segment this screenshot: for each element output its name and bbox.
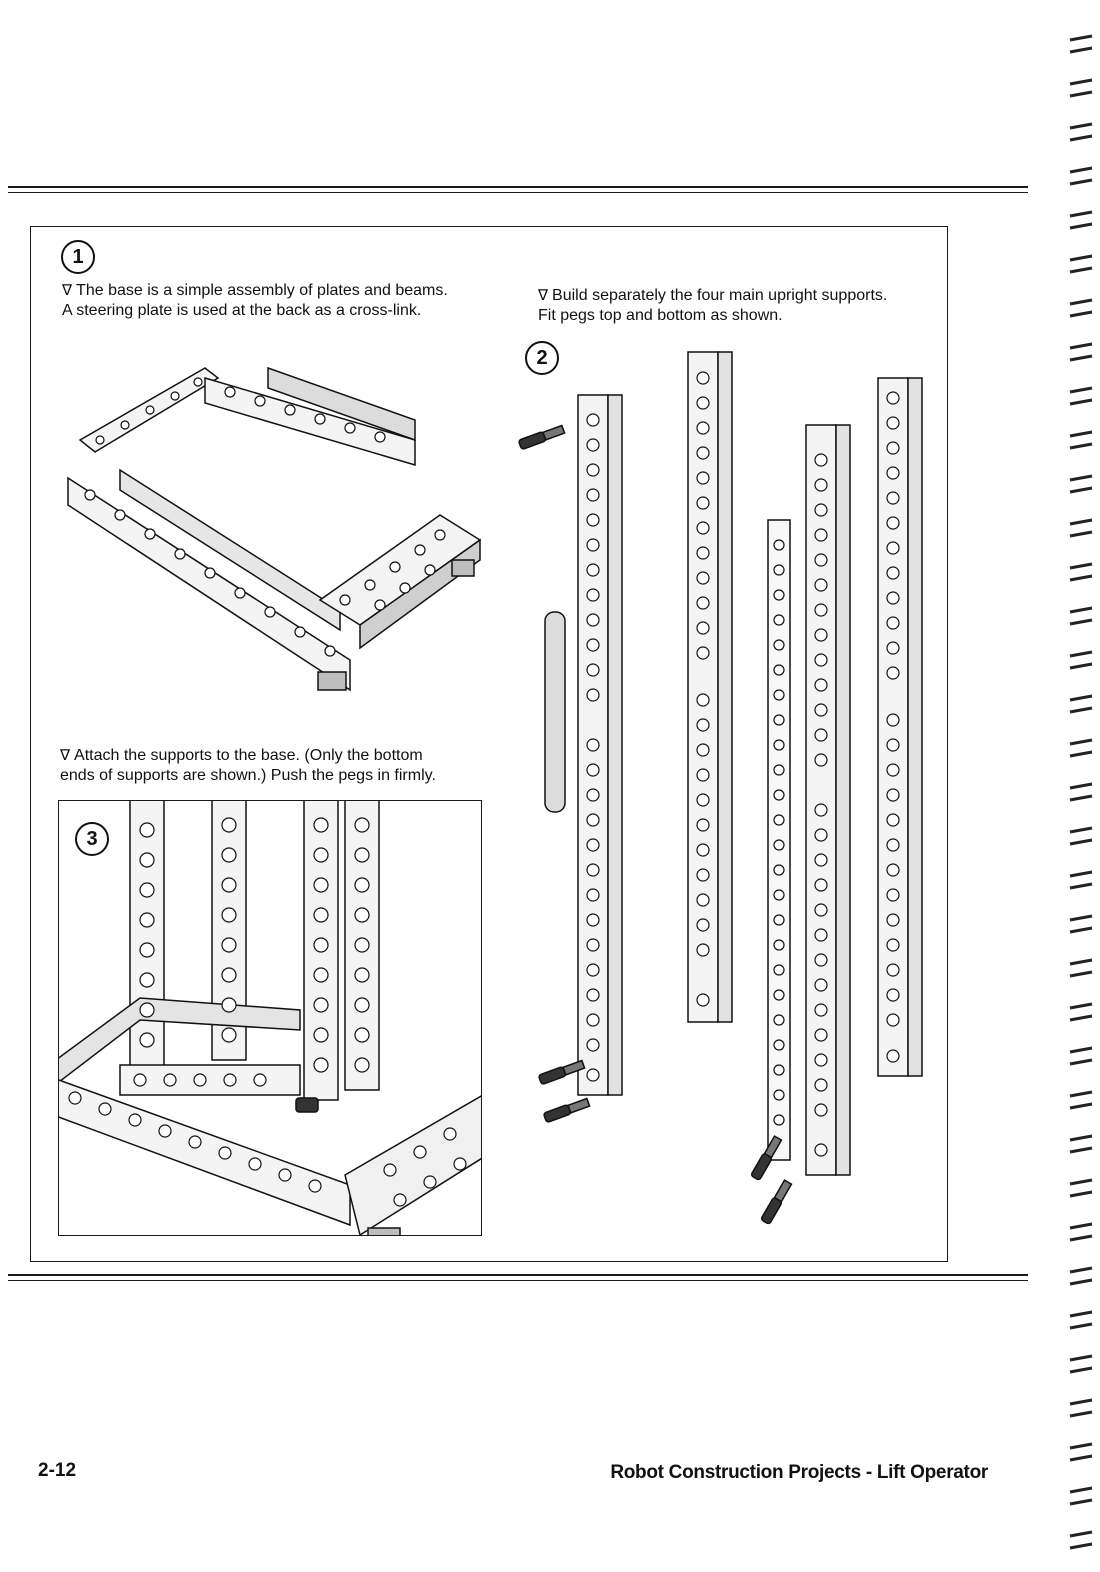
foot-2 xyxy=(451,559,475,577)
bottom-rule xyxy=(8,1274,1028,1276)
support-2-holes xyxy=(696,371,710,1007)
support-2-face xyxy=(687,351,719,1023)
top-rule xyxy=(8,186,1028,188)
base-holes xyxy=(84,377,446,657)
instruction-panel xyxy=(30,226,948,1262)
pegs xyxy=(518,424,793,1225)
base-beams xyxy=(67,366,482,692)
peg-bottom-2 xyxy=(543,1097,591,1123)
support-5-holes xyxy=(886,391,900,1063)
spiral-binding xyxy=(1069,34,1093,1550)
step-1-line-2: A steering plate is used at the back as … xyxy=(62,302,422,319)
base-foot xyxy=(367,1227,401,1235)
step-3-line-2: ends of supports are shown.) Push the pe… xyxy=(60,767,436,784)
peg-bottom-4 xyxy=(761,1179,793,1225)
peg-top-left xyxy=(518,424,566,450)
left-beam xyxy=(67,476,351,692)
step-1-instruction: ∇The base is a simple assembly of plates… xyxy=(62,281,502,321)
left-beam-2 xyxy=(119,468,341,632)
step-2-instruction: ∇Build separately the four main upright … xyxy=(538,286,938,326)
support-holes xyxy=(586,371,900,1157)
top-rule-inner xyxy=(8,192,1028,193)
support-4-side xyxy=(835,424,851,1176)
right-plate-side xyxy=(359,538,481,650)
step-3-number: 3 xyxy=(75,822,109,856)
bottom-rule-inner xyxy=(8,1280,1028,1281)
foot-1 xyxy=(317,671,347,691)
page-number: 2-12 xyxy=(38,1460,77,1481)
support-4-face xyxy=(805,424,837,1176)
step-1-number: 1 xyxy=(61,240,95,274)
back-beam-side xyxy=(267,366,416,442)
base-right-plate xyxy=(344,1095,481,1235)
support-1-holes xyxy=(586,413,600,1082)
step-3-instruction: ∇Attach the supports to the base. (Only … xyxy=(60,746,490,786)
support-3-holes xyxy=(773,539,785,1126)
step-3-line-1: Attach the supports to the base. (Only t… xyxy=(74,747,423,764)
connector-link xyxy=(544,611,566,813)
peg-bottom-1 xyxy=(538,1059,586,1085)
step-2-line-1: Build separately the four main upright s… xyxy=(552,287,888,304)
binding-rings xyxy=(1069,34,1093,1550)
step-1-marker: ∇ xyxy=(62,282,73,299)
step-2-number: 2 xyxy=(525,341,559,375)
step-2-line-2: Fit pegs top and bottom as shown. xyxy=(538,307,783,324)
step-3-frame xyxy=(58,800,482,1236)
running-title: Robot Construction Projects - Lift Opera… xyxy=(610,1462,988,1483)
step-3-marker: ∇ xyxy=(60,747,71,764)
step-1-line-1: The base is a simple assembly of plates … xyxy=(76,282,448,299)
peg-bottom-3 xyxy=(751,1135,783,1181)
upright-a xyxy=(129,801,165,1071)
support-4-holes xyxy=(814,453,828,1157)
step-3-peg xyxy=(295,1097,319,1113)
support-2-side xyxy=(717,351,733,1023)
support-1-side xyxy=(607,394,623,1096)
support-5-side xyxy=(907,377,923,1077)
base-back xyxy=(59,997,301,1083)
base-inner-beam xyxy=(119,1064,301,1096)
step-2-marker: ∇ xyxy=(538,287,549,304)
